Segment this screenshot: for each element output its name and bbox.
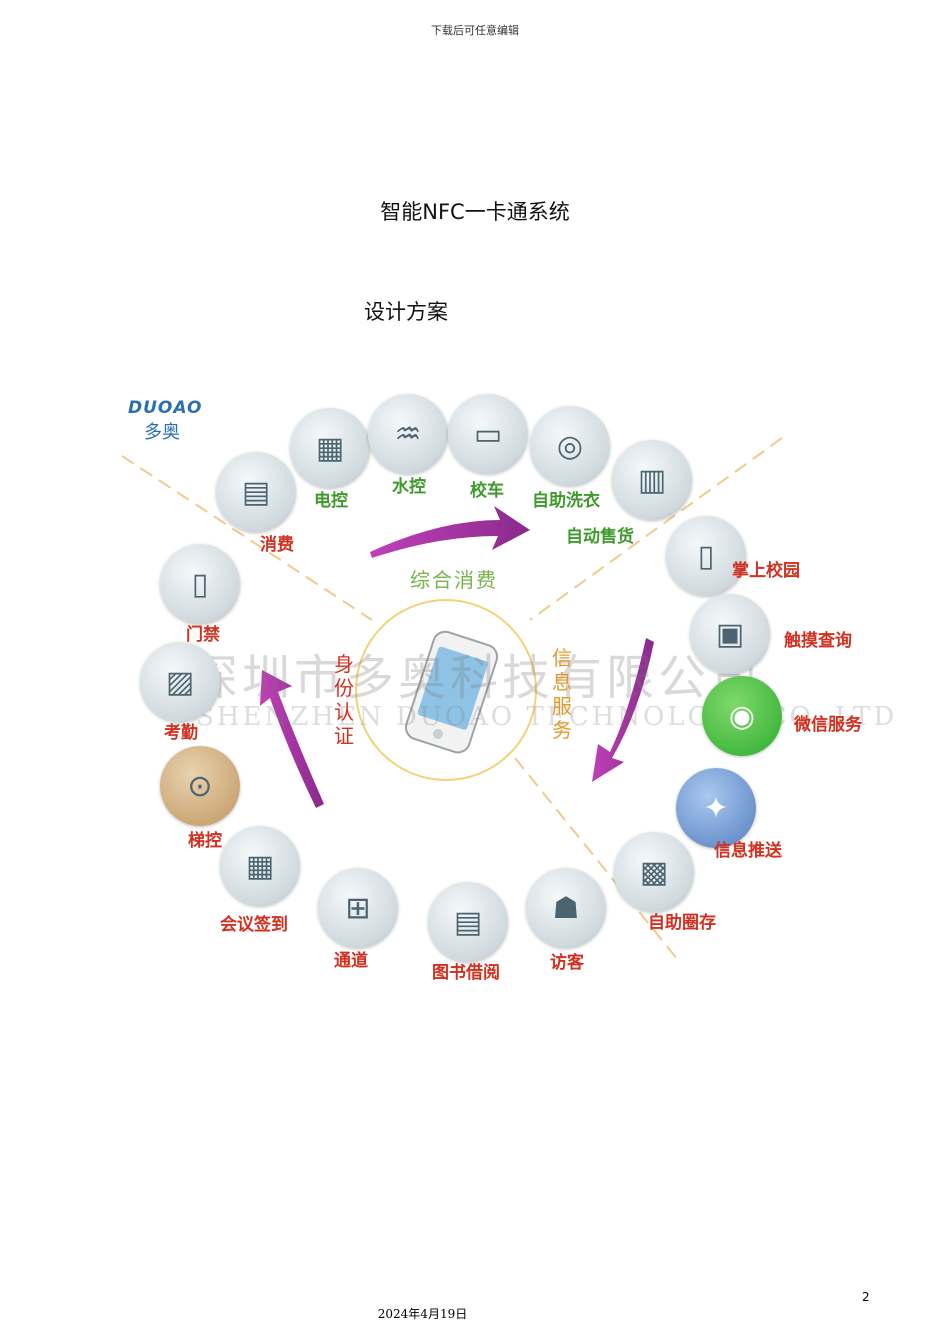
center-label: 综合消费 <box>410 568 498 592</box>
logo-en: DUOAO <box>128 398 203 418</box>
document-subtitle: 设计方案 <box>364 300 448 324</box>
page-number: 2 <box>862 1290 870 1304</box>
smartphone-icon: ▯ <box>666 516 746 596</box>
bus-icon: ▭ <box>448 394 528 474</box>
header-note: 下载后可任意编辑 <box>431 24 519 37</box>
node-label-channel: 通道 <box>334 951 368 971</box>
watermark-en: SHENZHEN DUOAO TECHNOLOGY CO.,LTD <box>196 702 898 732</box>
diagram-backdrop <box>121 437 783 961</box>
visitor-icon: ☗ <box>526 868 606 948</box>
electric-cabinet-icon: ▦ <box>290 408 370 488</box>
atm-icon: ▩ <box>614 832 694 912</box>
node-label-wechat: 微信服务 <box>794 715 862 735</box>
node-label-attendance: 考勤 <box>164 723 198 743</box>
phone-illustration <box>404 630 499 754</box>
washing-machine-icon: ◎ <box>530 406 610 486</box>
node-label-library: 图书借阅 <box>432 963 500 983</box>
node-label-bus: 校车 <box>470 481 504 501</box>
node-label-electric: 电控 <box>314 491 348 511</box>
node-label-push: 信息推送 <box>714 841 782 861</box>
document-title: 智能NFC一卡通系统 <box>380 200 570 224</box>
node-label-self-recharge: 自助圈存 <box>648 913 716 933</box>
duoao-logo: DUOAO 多奥 <box>128 398 218 444</box>
node-label-visitor: 访客 <box>550 953 584 973</box>
node-label-door: 门禁 <box>186 625 220 645</box>
divider-line <box>121 455 373 621</box>
books-icon: ▤ <box>428 882 508 962</box>
water-tap-icon: ♒ <box>368 394 448 474</box>
node-label-touch-query: 触摸查询 <box>784 631 852 651</box>
divider-line <box>529 437 783 621</box>
watermark-cn: 深圳市多奥科技有限公司 <box>190 650 763 706</box>
satellite-icon: ✦ <box>676 768 756 848</box>
left-vertical-label: 身份 认证 <box>334 652 354 748</box>
footer-date: 2024年4月19日 <box>377 1307 468 1321</box>
node-label-vending: 自动售货 <box>566 527 634 547</box>
pos-terminal-icon: ▤ <box>216 452 296 532</box>
wechat-icon: ◉ <box>702 676 782 756</box>
node-label-meeting: 会议签到 <box>220 915 288 935</box>
door-access-icon: ▯ <box>160 544 240 624</box>
elevator-panel-icon: ⊙ <box>160 746 240 826</box>
turnstile-icon: ⊞ <box>318 868 398 948</box>
attendance-icon: ▨ <box>140 642 220 722</box>
logo-cn: 多奥 <box>144 422 180 443</box>
system-diagram: 深圳市多奥科技有限公司 SHENZHEN DUOAO TECHNOLOGY CO… <box>110 380 900 1000</box>
node-label-laundry: 自助洗衣 <box>532 491 600 511</box>
card-reader-icon: ▦ <box>220 826 300 906</box>
vending-machine-icon: ▥ <box>612 440 692 520</box>
node-label-mobile-campus: 掌上校园 <box>732 561 800 581</box>
node-label-elevator: 梯控 <box>188 831 222 851</box>
kiosk-icon: ▣ <box>690 594 770 674</box>
node-label-water: 水控 <box>392 477 426 497</box>
center-circle <box>355 599 537 781</box>
arrow-identity <box>260 670 324 808</box>
right-vertical-label: 信息 服务 <box>552 646 572 742</box>
arrow-consume <box>370 506 530 558</box>
arrow-service <box>592 638 654 782</box>
node-label-consume: 消费 <box>260 535 294 555</box>
